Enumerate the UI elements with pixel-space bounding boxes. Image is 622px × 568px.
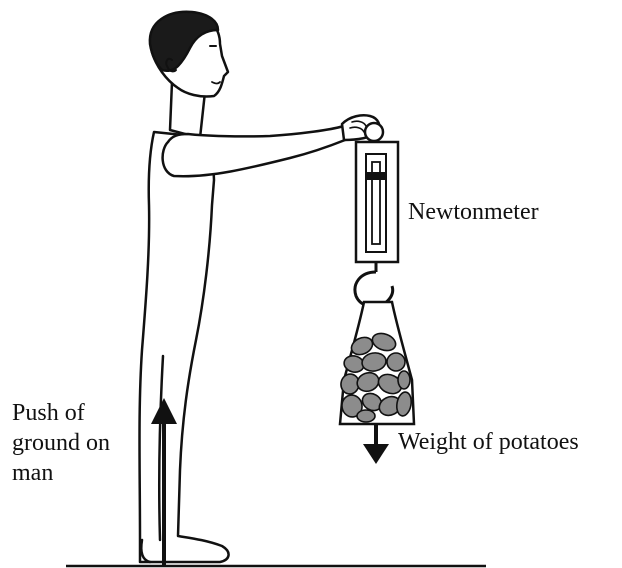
push-label-line3: man bbox=[12, 460, 53, 486]
weight-label: Weight of potatoes bbox=[398, 429, 579, 455]
push-label-line2: ground on bbox=[12, 430, 110, 456]
top-ring bbox=[365, 123, 383, 141]
weight-arrow bbox=[363, 424, 389, 464]
push-label-line1: Push of bbox=[12, 400, 85, 426]
body-outline bbox=[140, 132, 229, 562]
newtonmeter bbox=[355, 123, 398, 307]
newtonmeter-label: Newtonmeter bbox=[408, 199, 539, 225]
man-figure bbox=[140, 12, 380, 562]
potato-bag bbox=[339, 302, 414, 424]
arm bbox=[163, 126, 345, 176]
